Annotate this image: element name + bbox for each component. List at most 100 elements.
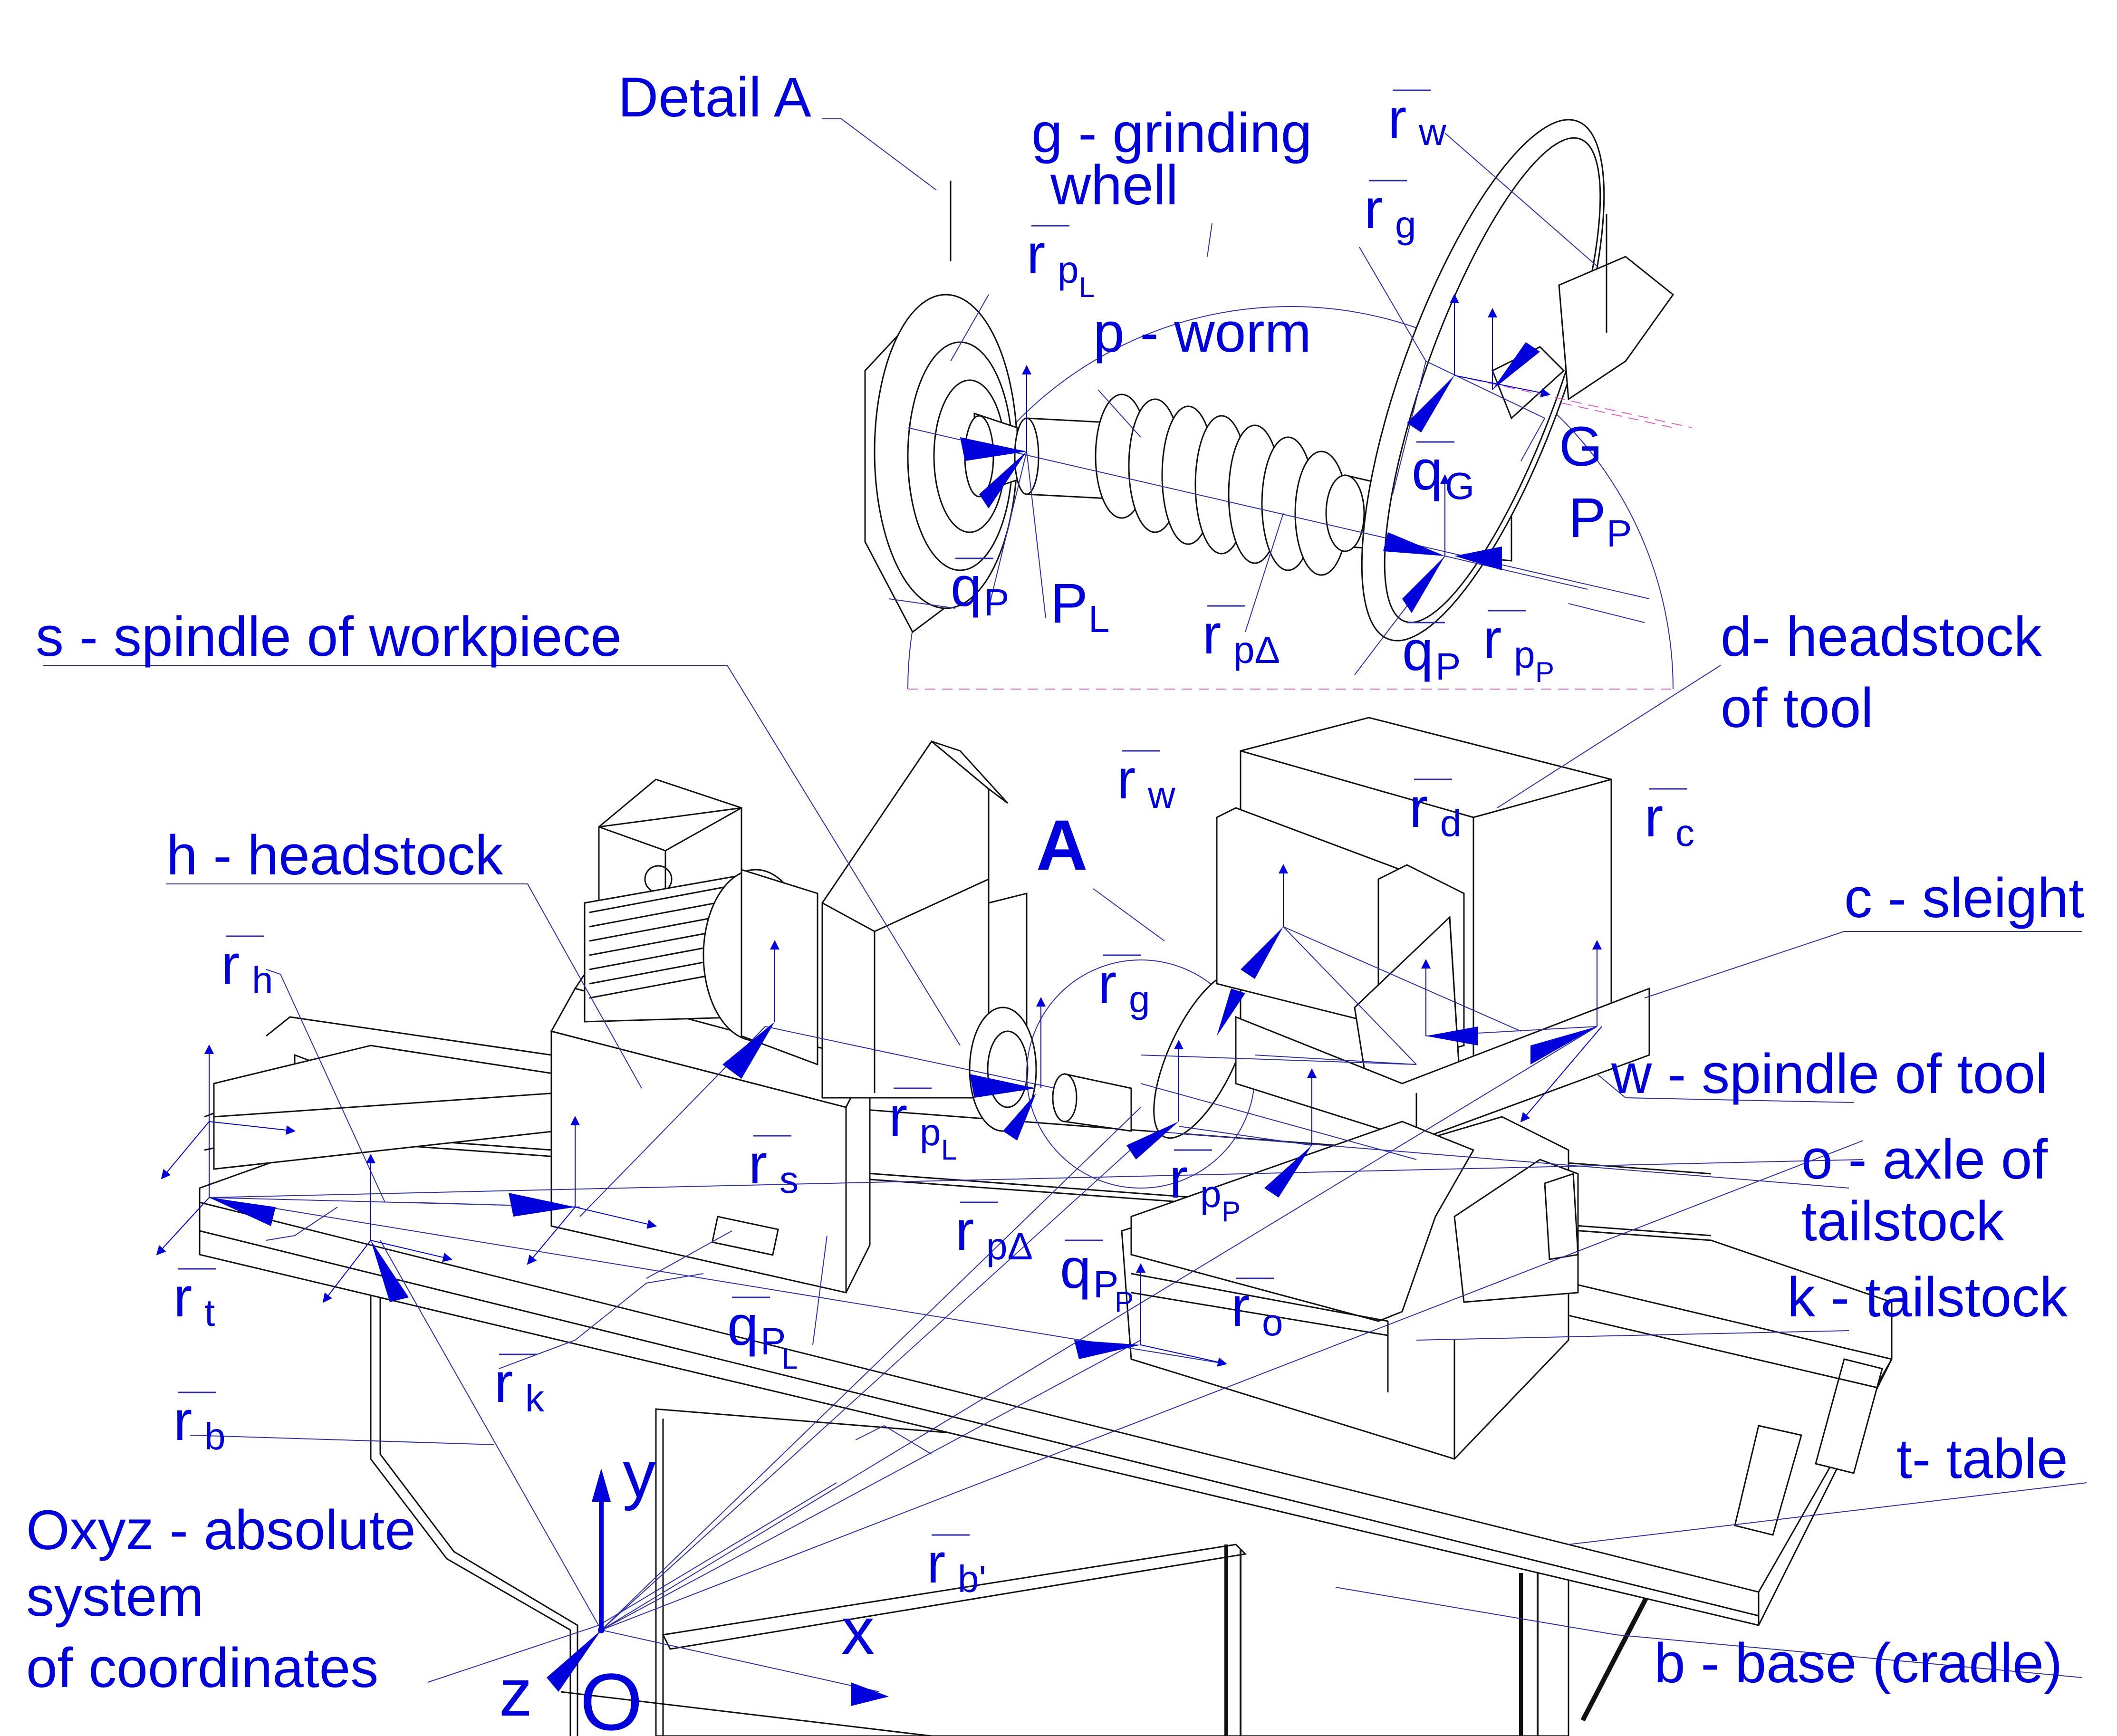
svg-text:t: t bbox=[204, 1292, 215, 1334]
svg-text:r: r bbox=[1098, 952, 1116, 1015]
svg-text:r: r bbox=[1203, 603, 1221, 666]
label-headstock-tool-1: d- headstock bbox=[1721, 605, 2042, 668]
svg-text:p: p bbox=[920, 1111, 941, 1153]
svg-text:P: P bbox=[1093, 1263, 1118, 1305]
axis-z-label: z bbox=[499, 1655, 532, 1730]
svg-text:d: d bbox=[1440, 802, 1462, 844]
svg-text:L: L bbox=[782, 1343, 798, 1375]
detail-vec-rpP: r p P bbox=[1483, 608, 1554, 688]
svg-text:r: r bbox=[494, 1352, 513, 1414]
detail-vec-qP-right: q P bbox=[1402, 620, 1461, 688]
svg-text:q: q bbox=[1412, 439, 1443, 502]
headstock bbox=[550, 740, 1037, 1294]
detail-labels: Detail A g - grinding whell p - worm G r… bbox=[618, 66, 1632, 688]
detail-vec-rpDelta: r pΔ bbox=[1203, 603, 1280, 671]
detail-vec-rpL: r p L bbox=[1027, 223, 1095, 303]
svg-text:p: p bbox=[1058, 249, 1079, 291]
svg-text:r: r bbox=[1483, 608, 1501, 671]
vec-rd: r d bbox=[1409, 777, 1462, 844]
svg-text:P: P bbox=[1222, 1196, 1241, 1228]
label-table: t- table bbox=[1896, 1428, 2068, 1490]
vec-rb-prime: r b' bbox=[927, 1532, 986, 1600]
vector-arrowheads bbox=[209, 342, 1597, 1692]
guide-rails bbox=[213, 1016, 557, 1170]
detail-vec-rg: r g bbox=[1364, 178, 1416, 246]
vec-rk: r k bbox=[494, 1352, 545, 1419]
vec-rc: r c bbox=[1645, 786, 1694, 854]
label-detail-A-marker: A bbox=[1036, 805, 1087, 885]
label-headstock-tool-2: of tool bbox=[1721, 677, 1873, 739]
svg-text:P: P bbox=[1115, 1286, 1134, 1318]
main-vector-labels: r h r w r d r c r g r s r bbox=[173, 748, 1694, 1600]
label-abs-3: of coordinates bbox=[26, 1637, 378, 1699]
svg-text:r: r bbox=[221, 933, 240, 996]
vec-rpL: r p L bbox=[889, 1085, 957, 1166]
svg-text:P: P bbox=[1050, 572, 1088, 635]
svg-text:r: r bbox=[1117, 748, 1135, 811]
svg-text:w: w bbox=[1147, 774, 1175, 816]
vec-rpP: r p P bbox=[1169, 1147, 1241, 1228]
svg-text:pΔ: pΔ bbox=[1233, 629, 1280, 671]
svg-text:q: q bbox=[1402, 620, 1434, 682]
svg-text:r: r bbox=[1645, 786, 1663, 849]
worm-main bbox=[1052, 1073, 1132, 1132]
vec-ro: r o bbox=[1231, 1276, 1283, 1343]
svg-text:r: r bbox=[889, 1085, 907, 1148]
svg-text:r: r bbox=[1388, 87, 1406, 150]
label-base: b - base (cradle) bbox=[1654, 1632, 2062, 1695]
label-axle-tailstock-1: o - axle of bbox=[1801, 1128, 2048, 1191]
svg-text:P: P bbox=[1435, 645, 1461, 688]
svg-text:b: b bbox=[204, 1415, 226, 1458]
svg-text:L: L bbox=[1079, 271, 1095, 303]
svg-text:P: P bbox=[1569, 487, 1606, 549]
svg-text:pΔ: pΔ bbox=[986, 1225, 1033, 1267]
vec-rt: r t bbox=[173, 1266, 216, 1334]
svg-text:P: P bbox=[1535, 656, 1554, 688]
svg-text:P: P bbox=[1607, 512, 1632, 555]
vec-rh: r h bbox=[221, 933, 273, 1001]
svg-text:p: p bbox=[1200, 1173, 1222, 1215]
grinding-wheel-label-1: g - grinding bbox=[1031, 102, 1312, 164]
svg-text:k: k bbox=[525, 1377, 545, 1419]
svg-text:r: r bbox=[955, 1199, 974, 1262]
svg-text:r: r bbox=[1169, 1147, 1188, 1210]
label-tailstock: k - tailstock bbox=[1787, 1266, 2068, 1329]
svg-text:h: h bbox=[252, 959, 273, 1001]
machine-drawing bbox=[199, 717, 1893, 1736]
svg-text:p: p bbox=[1514, 633, 1535, 676]
svg-text:g: g bbox=[1129, 978, 1150, 1020]
svg-text:L: L bbox=[941, 1134, 957, 1166]
label-abs-2: system bbox=[26, 1565, 204, 1628]
tailstock bbox=[1121, 1116, 1579, 1460]
origin-label: O bbox=[580, 1657, 643, 1736]
vec-rb: r b bbox=[173, 1390, 226, 1458]
axis-y-label: y bbox=[623, 1437, 656, 1511]
label-axle-tailstock-2: tailstock bbox=[1801, 1190, 2004, 1253]
svg-text:q: q bbox=[727, 1295, 759, 1357]
svg-text:o: o bbox=[1262, 1301, 1283, 1343]
absolute-axes bbox=[592, 1468, 889, 1706]
detail-vec-qP-left: q P bbox=[951, 556, 1009, 623]
vec-rg: r g bbox=[1098, 952, 1150, 1020]
svg-text:q: q bbox=[1060, 1237, 1091, 1300]
vec-rpDelta: r pΔ bbox=[955, 1199, 1033, 1267]
vec-qPP: q P P bbox=[1060, 1237, 1134, 1318]
svg-text:c: c bbox=[1675, 812, 1694, 854]
frame-axes bbox=[156, 294, 1602, 1367]
svg-text:r: r bbox=[173, 1266, 192, 1329]
worm-threads bbox=[1095, 393, 1348, 576]
svg-text:s: s bbox=[779, 1159, 799, 1201]
detail-a-title: Detail A bbox=[618, 66, 811, 129]
label-headstock: h - headstock bbox=[166, 824, 503, 887]
worm-label: p - worm bbox=[1093, 301, 1311, 364]
label-sleight: c - sleight bbox=[1844, 867, 2084, 930]
svg-text:P: P bbox=[760, 1320, 786, 1362]
vec-rs: r s bbox=[749, 1133, 799, 1201]
svg-text:r: r bbox=[1364, 178, 1383, 240]
label-spindle-workpiece: s - spindle of workpiece bbox=[36, 605, 622, 668]
svg-text:G: G bbox=[1445, 465, 1474, 507]
detail-vec-qG: q G bbox=[1412, 439, 1474, 507]
axis-x-label: x bbox=[841, 1593, 875, 1668]
leader-lines bbox=[43, 118, 2087, 1683]
